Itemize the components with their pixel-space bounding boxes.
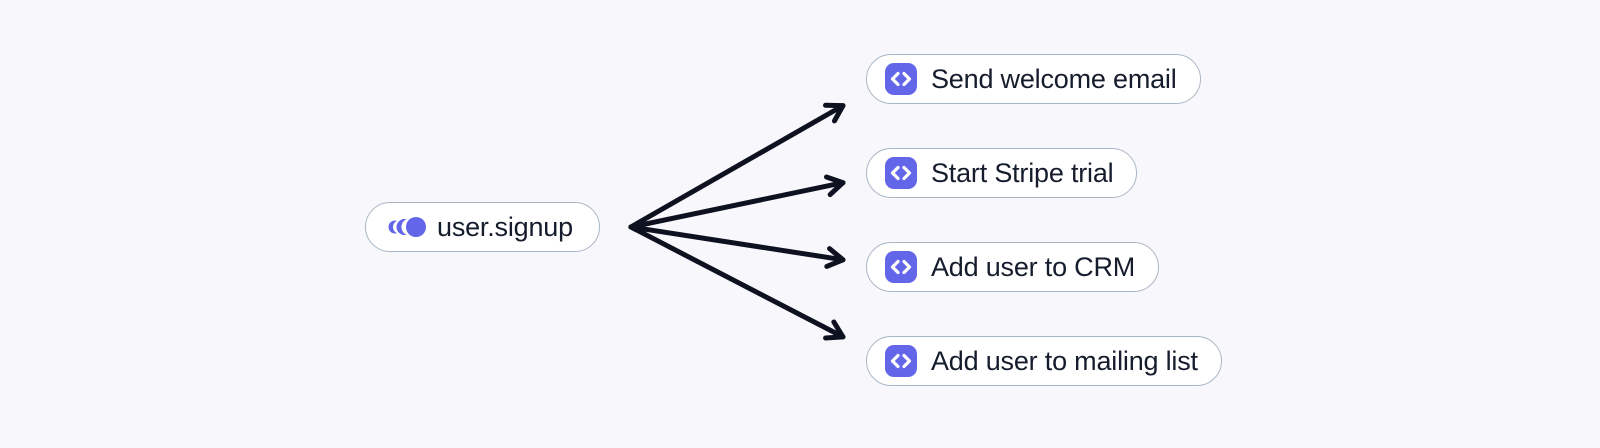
function-node[interactable]: Start Stripe trial: [866, 148, 1138, 198]
edge-arrow: [628, 102, 846, 230]
function-node-label: Add user to mailing list: [931, 345, 1198, 376]
code-icon: [885, 251, 917, 283]
code-icon: [885, 157, 917, 189]
edge-arrow: [628, 224, 846, 269]
function-node[interactable]: Add user to CRM: [866, 242, 1160, 292]
function-node-label: Start Stripe trial: [931, 157, 1114, 188]
edge-arrow: [628, 174, 846, 230]
event-pulse-icon: [388, 217, 426, 237]
function-node-label: Add user to CRM: [931, 251, 1136, 282]
function-node[interactable]: Add user to mailing list: [866, 336, 1222, 386]
event-node[interactable]: user.signup: [365, 202, 600, 252]
code-icon: [885, 63, 917, 95]
function-node[interactable]: Send welcome email: [866, 54, 1201, 104]
edge-arrow: [628, 224, 846, 341]
function-node-label: Send welcome email: [931, 63, 1177, 94]
code-icon: [885, 345, 917, 377]
event-node-label: user.signup: [437, 211, 573, 242]
